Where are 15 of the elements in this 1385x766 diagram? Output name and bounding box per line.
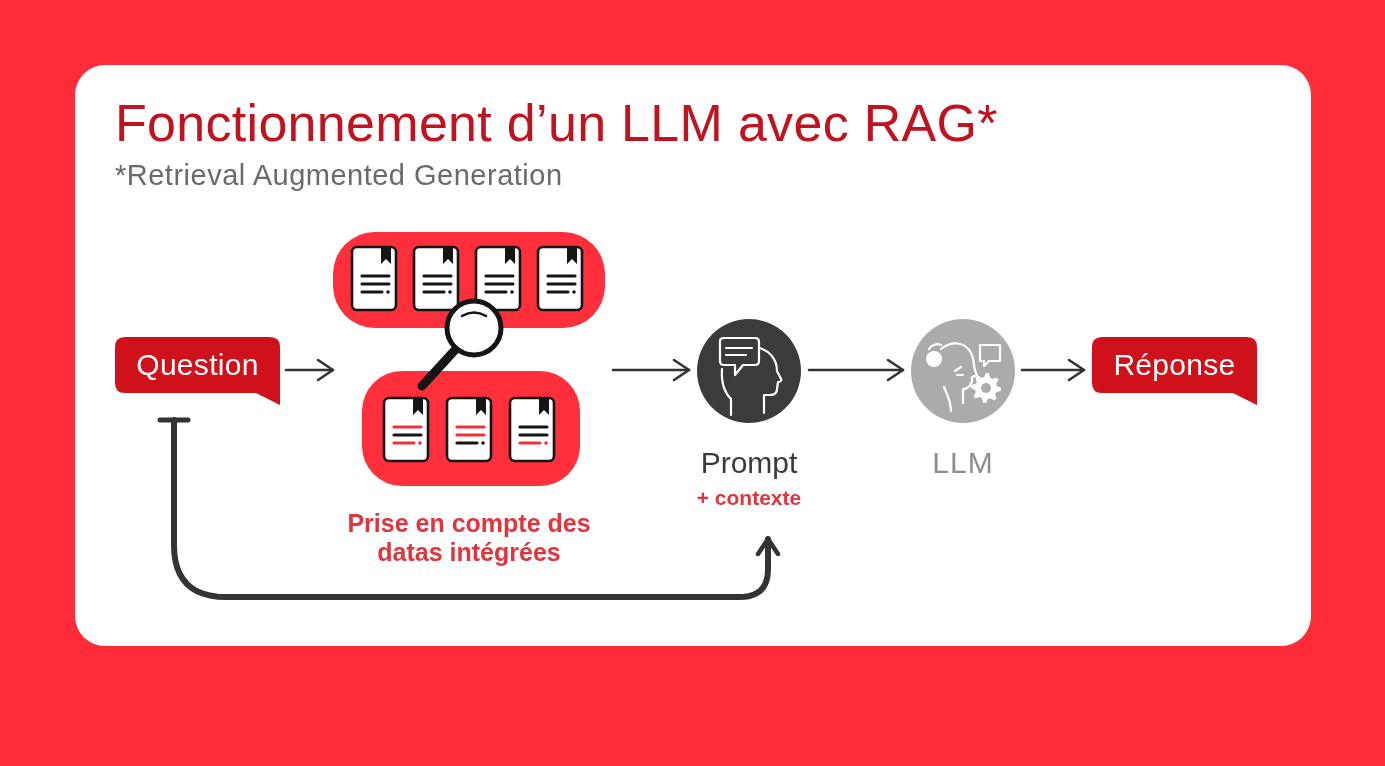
bubble-label: Réponse — [1113, 348, 1236, 382]
icon-subcaption: + contexte — [696, 486, 802, 510]
arrow — [157, 417, 781, 600]
arrow — [284, 358, 335, 382]
arrow — [611, 358, 691, 382]
bubble-label: Question — [136, 348, 259, 382]
arrow — [807, 358, 905, 382]
footnote-text: *Retrieval Augmented Generation — [115, 161, 563, 190]
speech-bubble — [1092, 337, 1257, 405]
icon-caption: Prompt — [700, 446, 798, 480]
caption-text: Prise en compte des datas intégrées — [346, 509, 592, 567]
icon-caption: LLM — [932, 446, 994, 480]
diagram-title: Fonctionnement d’un LLM avec RAG* — [115, 97, 998, 149]
speech-bubble — [115, 337, 280, 405]
arrow — [1020, 358, 1086, 382]
